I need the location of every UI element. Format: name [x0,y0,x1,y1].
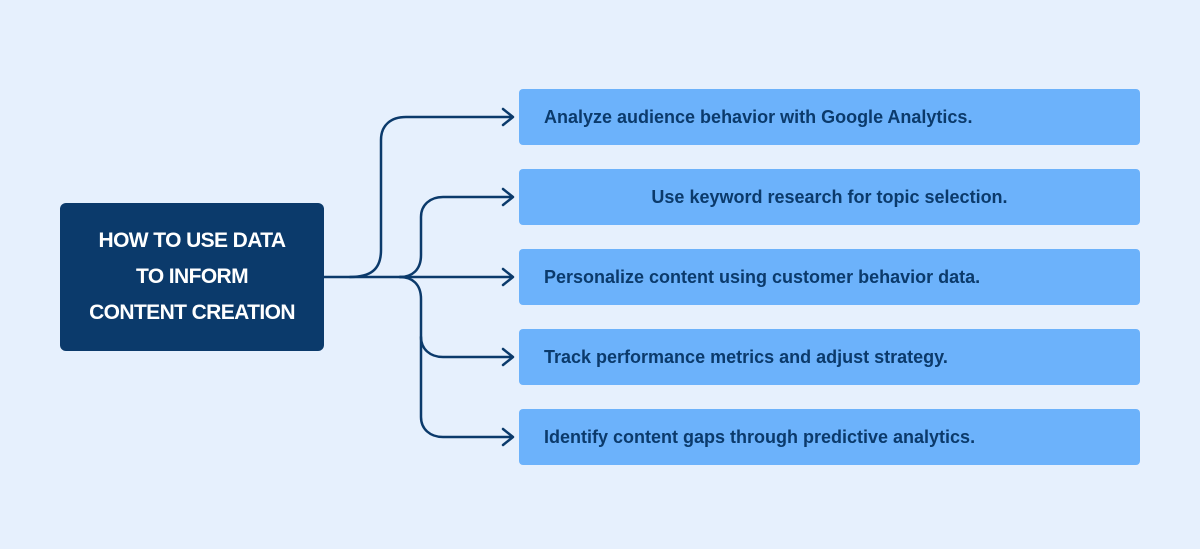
branch-node-5-label: Identify content gaps through predictive… [544,426,976,447]
branch-node-3: Personalize content using customer behav… [519,249,1140,305]
connector-branch-1 [348,115,514,279]
arrowhead-1 [501,107,515,127]
branch-node-4: Track performance metrics and adjust str… [519,329,1140,385]
branch-node-1-label: Analyze audience behavior with Google An… [544,106,973,127]
branch-node-4-label: Track performance metrics and adjust str… [544,346,948,367]
arrowhead-4 [501,347,515,367]
branch-node-3-label: Personalize content using customer behav… [544,266,981,287]
branch-node-1: Analyze audience behavior with Google An… [519,89,1140,145]
arrowhead-5 [501,427,515,447]
root-title-line-1: HOW TO USE DATA [98,229,287,252]
connector-branch-2 [398,195,514,279]
branch-node-5: Identify content gaps through predictive… [519,409,1140,465]
root-title-line-3: CONTENT CREATION [89,301,295,324]
connector-branch-5 [419,335,514,439]
arrowhead-3 [501,267,515,287]
connector-branch-4 [398,275,514,359]
arrowhead-2 [501,187,515,207]
branch-node-2-label: Use keyword research for topic selection… [651,186,1008,207]
root-title-line-2: TO INFORM [135,265,249,288]
branch-node-2: Use keyword research for topic selection… [519,169,1140,225]
root-node: HOW TO USE DATA TO INFORM CONTENT CREATI… [60,203,324,351]
